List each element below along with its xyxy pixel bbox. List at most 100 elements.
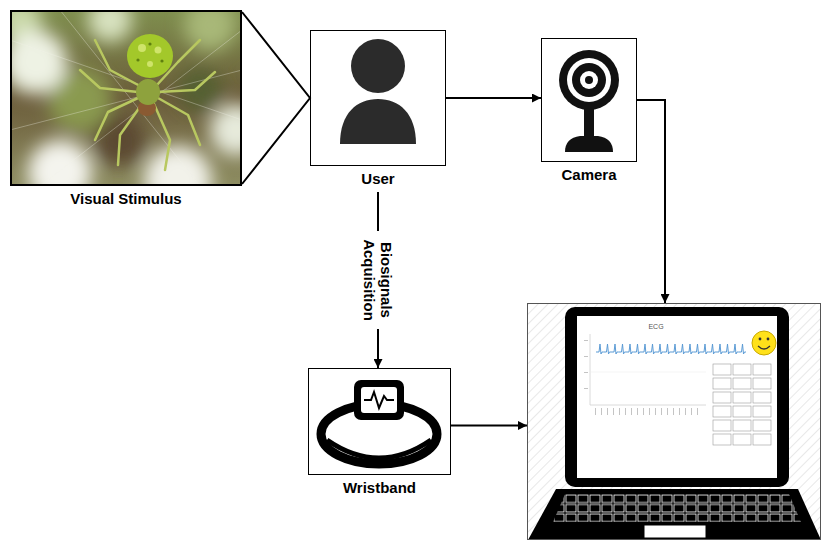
spider-photo [136,58,139,61]
laptop-illustration [649,408,650,415]
laptop-panel: ECG [527,303,821,540]
spider-photo [144,146,212,186]
chart-title: ECG [648,323,663,331]
wristband-box: Wristband [308,368,451,497]
laptop-illustration [713,420,731,431]
laptop-illustration [527,303,821,540]
spider-photo [210,104,242,156]
spider-photo [10,30,67,94]
stimulus-image-box: Visual Stimulus [10,10,242,208]
wristband-icon [327,440,431,458]
smiley-icon [752,331,776,355]
person-icon [340,99,416,144]
laptop-illustration [753,420,771,431]
camera-icon [567,58,611,102]
camera-box-frame [541,38,637,162]
laptop-illustration [673,408,674,415]
spider-photo [154,104,170,170]
spider-photo [138,44,146,52]
user-box: User [310,30,446,188]
laptop-illustration [753,364,771,375]
laptop-illustration [667,408,668,415]
camera-icon [580,71,598,89]
laptop-illustration [733,392,751,403]
spider-photo [80,70,138,92]
spider-photo [184,10,236,51]
laptop-illustration [645,526,705,537]
spider-photo [147,61,153,67]
spider-photo [10,10,242,186]
laptop-illustration [713,364,771,445]
person-icon [351,39,405,93]
laptop-illustration [733,364,751,375]
laptop-illustration [595,408,596,415]
camera-icon [572,63,606,97]
laptop-illustration [691,408,692,415]
spider-photo [28,140,92,186]
zoom-wedge [242,12,310,184]
spider-photo [10,40,242,120]
wristband-icon [364,392,394,408]
laptop-illustration [637,408,638,415]
camera-box: Camera [541,38,637,184]
laptop-panel-frame: ECG [527,303,821,540]
laptop-illustration [733,420,751,431]
smiley-icon [758,346,770,349]
spider-photo [158,72,215,92]
laptop-illustration [619,408,620,415]
node-caption: User [310,170,446,188]
user-box-frame [310,30,446,166]
laptop-illustration [590,372,706,373]
laptop-illustration [661,408,662,415]
laptop-illustration [713,434,731,445]
laptop-illustration [643,408,644,415]
wristband-icon [354,380,404,420]
laptop-illustration [733,406,751,417]
spider-photo [148,42,151,45]
spider-photo [80,34,215,170]
laptop-illustration [685,408,686,415]
laptop-illustration [733,434,751,445]
camera-icon [559,50,619,110]
spider-photo [10,10,242,186]
spider-photo [118,104,142,165]
laptop-illustration [596,344,746,354]
laptop-illustration [713,392,731,403]
spider-photo [136,79,160,105]
smiley-icon [759,338,762,341]
laptop-illustration [590,334,591,405]
laptop-illustration [753,434,771,445]
flow-arrow [637,100,665,303]
laptop-illustration [753,378,771,389]
wristband-icon [361,387,397,413]
laptop-illustration [577,316,777,478]
laptop-illustration [625,408,626,415]
flow-arrow [451,425,527,427]
stimulus-image-box-frame [10,10,242,186]
person-icon [340,39,416,144]
laptop-illustration [584,388,588,389]
laptop-illustration [553,494,801,522]
node-caption: Camera [541,166,637,184]
edge-label: Biosignals Acquisition [360,231,397,329]
flow-arrow [446,97,541,99]
camera-icon [585,76,593,84]
laptop-illustration [713,406,731,417]
node-caption: Wristband [308,479,451,497]
laptop-illustration [601,408,602,415]
laptop-illustration [584,356,588,357]
laptop-illustration [527,303,821,540]
laptop-illustration [679,408,680,415]
laptop-illustration [590,405,706,406]
wristband-box-frame [308,368,451,475]
spider-photo [127,34,173,78]
laptop-illustration [613,408,614,415]
spider-photo [155,47,162,54]
smiley-icon [752,331,776,355]
laptop-illustration [753,406,771,417]
laptop-illustration [528,489,821,540]
laptop-illustration [565,307,789,487]
spider-photo [158,98,200,145]
